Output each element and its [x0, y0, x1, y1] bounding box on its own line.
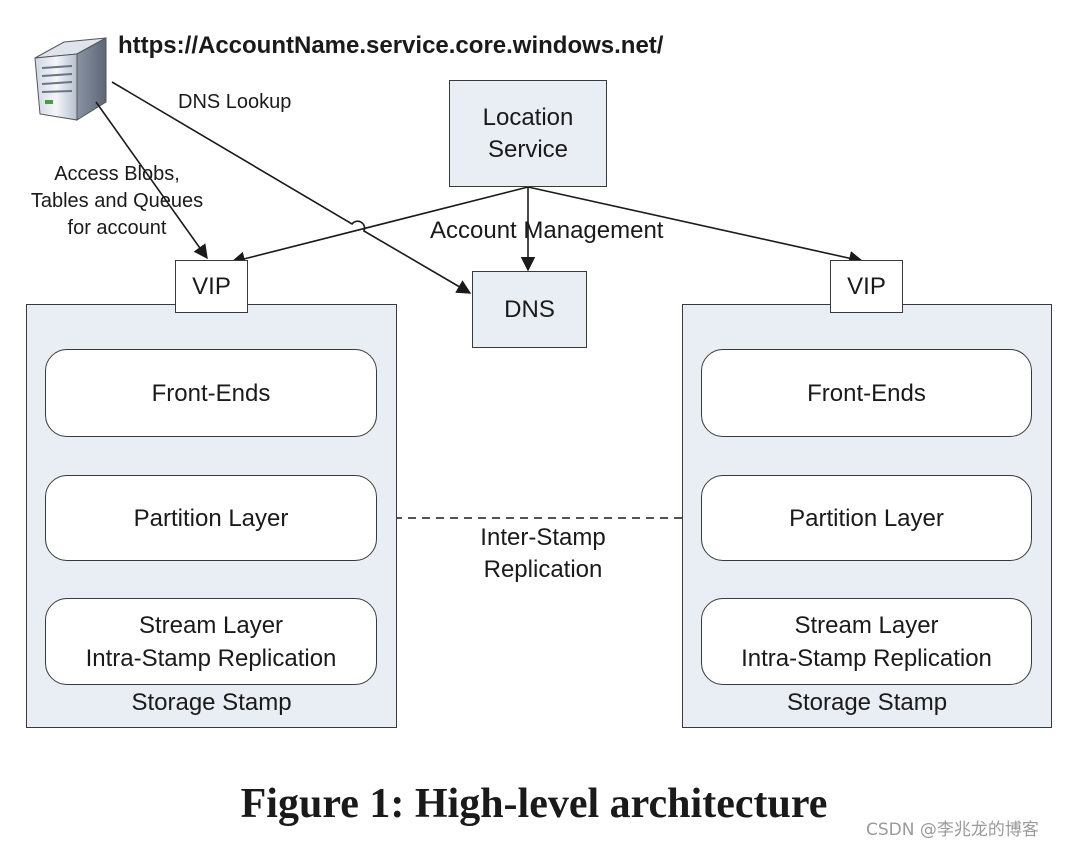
stream-layer-title-right: Stream Layer [794, 611, 939, 639]
front-ends-right: Front-Ends [701, 349, 1032, 437]
server-icon [34, 37, 107, 121]
dns-box: DNS [472, 271, 587, 348]
location-service-line-1: Location [482, 103, 574, 131]
vip-box-left: VIP [175, 260, 248, 313]
location-to-right-vip-arrow [527, 186, 864, 266]
location-service-line-2: Service [487, 135, 569, 163]
dns-lookup-label: DNS Lookup [178, 91, 292, 113]
inter-stamp-label: Inter-Stamp Replication [453, 522, 633, 586]
stream-layer-right: Stream Layer Intra-Stamp Replication [701, 598, 1032, 685]
access-label-line-2: Tables and Queues [30, 190, 204, 212]
dns-lookup-arrow [111, 81, 472, 294]
front-ends-left: Front-Ends [45, 349, 377, 437]
partition-layer-right: Partition Layer [701, 475, 1032, 561]
location-to-left-vip-arrow [230, 186, 529, 266]
access-label-line-3: for account [67, 217, 167, 239]
account-url: https://AccountName.service.core.windows… [118, 32, 664, 59]
watermark: CSDN @李兆龙的博客 [866, 820, 1039, 840]
stream-layer-title-left: Stream Layer [138, 611, 284, 639]
partition-layer-left: Partition Layer [45, 475, 377, 561]
storage-stamp-caption-right: Storage Stamp [786, 689, 948, 716]
access-label: Access Blobs, Tables and Queues for acco… [12, 161, 222, 242]
inter-stamp-line-1: Inter-Stamp [480, 524, 606, 551]
access-arrow [95, 101, 208, 260]
inter-stamp-line-2: Replication [483, 556, 603, 583]
intra-stamp-replication-left: Intra-Stamp Replication [85, 644, 337, 672]
account-management-label: Account Management [430, 217, 664, 244]
figure-caption: Figure 1: High-level architecture [240, 781, 828, 827]
location-service-box: Location Service [449, 80, 607, 187]
storage-stamp-caption-left: Storage Stamp [131, 689, 292, 716]
access-label-line-1: Access Blobs, [54, 163, 180, 185]
intra-stamp-replication-right: Intra-Stamp Replication [741, 644, 992, 672]
vip-box-right: VIP [830, 260, 903, 313]
stream-layer-left: Stream Layer Intra-Stamp Replication [45, 598, 377, 685]
